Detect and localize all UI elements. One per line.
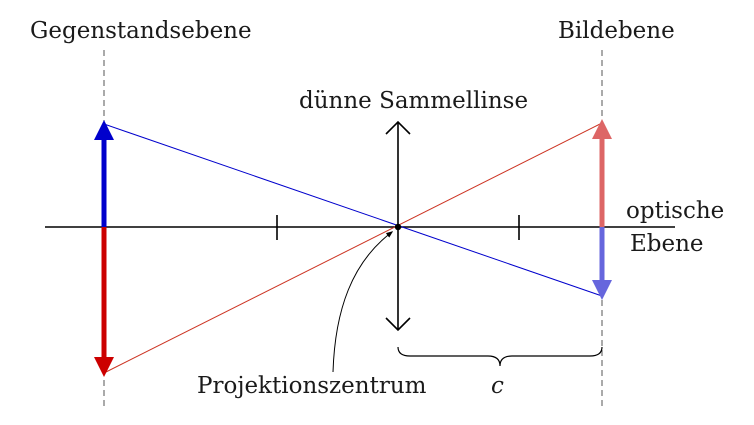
lens-bottom-head [385, 317, 411, 332]
projection-center-point [394, 223, 402, 231]
red-ray [103, 122, 603, 374]
lens-label: dünne Sammellinse [299, 88, 528, 114]
lens-top-head [385, 120, 411, 135]
distance-label: c [491, 373, 504, 399]
projection-center-pointer [332, 231, 394, 373]
image-plane-label: Bildebene [558, 18, 675, 44]
optical-plane-label-line1: optische [626, 198, 724, 224]
distance-brace [397, 346, 603, 367]
projection-center-label: Projektionszentrum [197, 373, 427, 399]
blue-ray [103, 123, 603, 297]
optical-plane-label-line2: Ebene [630, 231, 704, 257]
object-plane-label: Gegenstandsebene [30, 18, 252, 44]
